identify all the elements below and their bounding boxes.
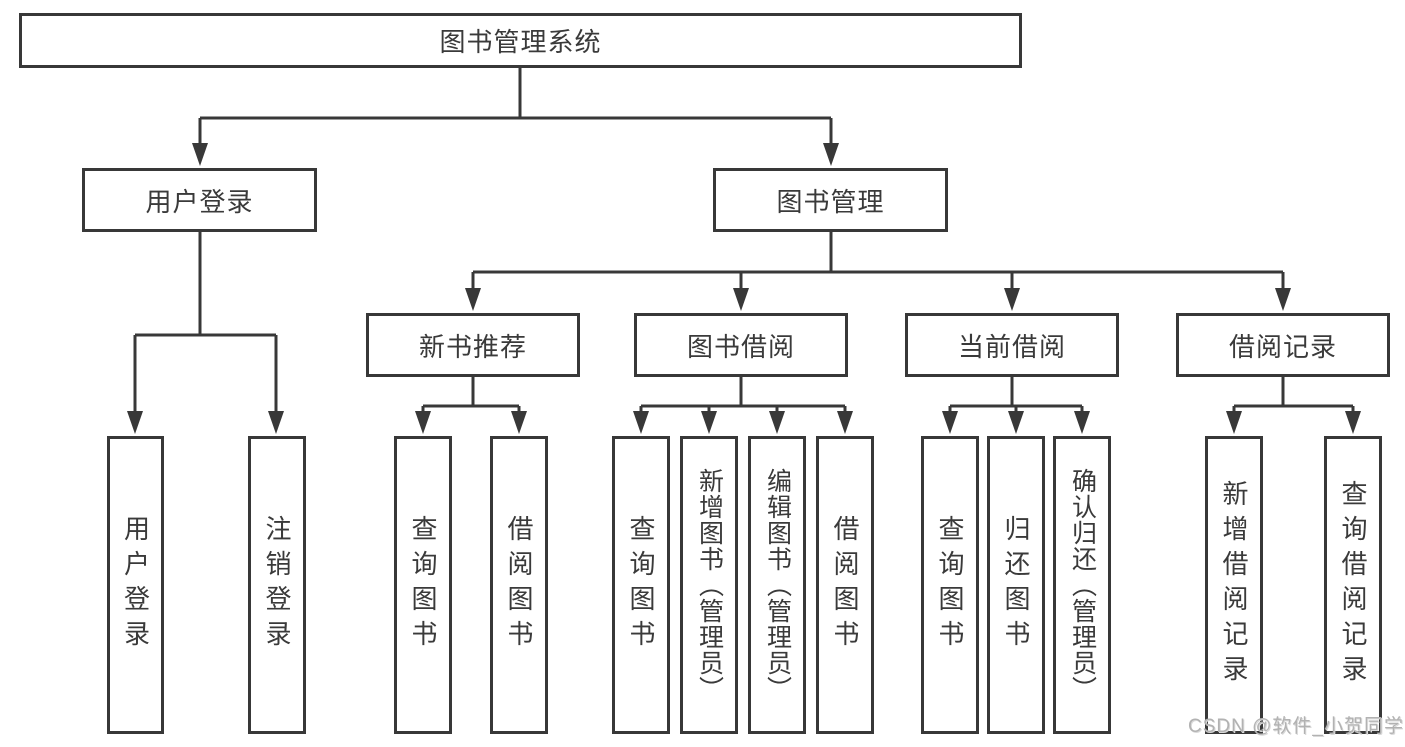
leaf-logout-label: 注销登录 — [262, 515, 292, 655]
leaf-logout: 注销登录 — [248, 436, 306, 734]
leaf-add-book-admin: 新增图书（管理员） — [680, 436, 738, 734]
leaf-edit-book-admin: 编辑图书（管理员） — [748, 436, 806, 734]
leaf-return-book-label: 归还图书 — [1001, 515, 1031, 655]
leaf-add-borrow-record-label: 新增借阅记录 — [1219, 480, 1249, 690]
node-current-borrow: 当前借阅 — [905, 313, 1119, 377]
leaf-query-borrow-record: 查询借阅记录 — [1324, 436, 1382, 734]
leaf-query-borrow-record-label: 查询借阅记录 — [1338, 480, 1368, 690]
leaf-query-books-borrow: 查询图书 — [612, 436, 670, 734]
leaf-borrow-books-recommend-label: 借阅图书 — [504, 515, 534, 655]
node-book-management: 图书管理 — [713, 168, 948, 232]
node-book-borrow: 图书借阅 — [634, 313, 848, 377]
leaf-borrow-books-label: 借阅图书 — [830, 515, 860, 655]
leaf-user-login: 用户登录 — [107, 436, 164, 734]
node-user-login-label: 用户登录 — [145, 186, 254, 217]
leaf-edit-book-admin-label: 编辑图书（管理员） — [763, 468, 792, 702]
node-book-borrow-label: 图书借阅 — [686, 331, 795, 362]
node-new-book-recommend-label: 新书推荐 — [418, 331, 527, 362]
node-root: 图书管理系统 — [19, 13, 1022, 68]
arrowheads — [127, 143, 1361, 434]
leaf-borrow-books-recommend: 借阅图书 — [490, 436, 548, 734]
node-borrow-records-label: 借阅记录 — [1228, 331, 1337, 362]
leaf-confirm-return-admin: 确认归还（管理员） — [1053, 436, 1111, 734]
leaf-query-books-current: 查询图书 — [921, 436, 979, 734]
leaf-query-books-borrow-label: 查询图书 — [626, 515, 656, 655]
leaf-borrow-books: 借阅图书 — [816, 436, 874, 734]
leaf-add-borrow-record: 新增借阅记录 — [1205, 436, 1263, 734]
node-user-login: 用户登录 — [82, 168, 317, 232]
leaf-return-book: 归还图书 — [987, 436, 1045, 734]
node-root-label: 图书管理系统 — [439, 27, 602, 57]
node-book-management-label: 图书管理 — [776, 186, 885, 217]
leaf-query-books-current-label: 查询图书 — [935, 515, 965, 655]
node-current-borrow-label: 当前借阅 — [957, 331, 1066, 362]
csdn-watermark: CSDN @软件_小贺同学 — [1188, 716, 1404, 737]
node-borrow-records: 借阅记录 — [1176, 313, 1390, 377]
leaf-query-books-recommend: 查询图书 — [394, 436, 452, 734]
leaf-confirm-return-admin-label: 确认归还（管理员） — [1068, 468, 1097, 702]
leaf-query-books-recommend-label: 查询图书 — [408, 515, 438, 655]
node-new-book-recommend: 新书推荐 — [366, 313, 580, 377]
leaf-user-login-label: 用户登录 — [120, 515, 151, 655]
leaf-add-book-admin-label: 新增图书（管理员） — [695, 468, 724, 702]
